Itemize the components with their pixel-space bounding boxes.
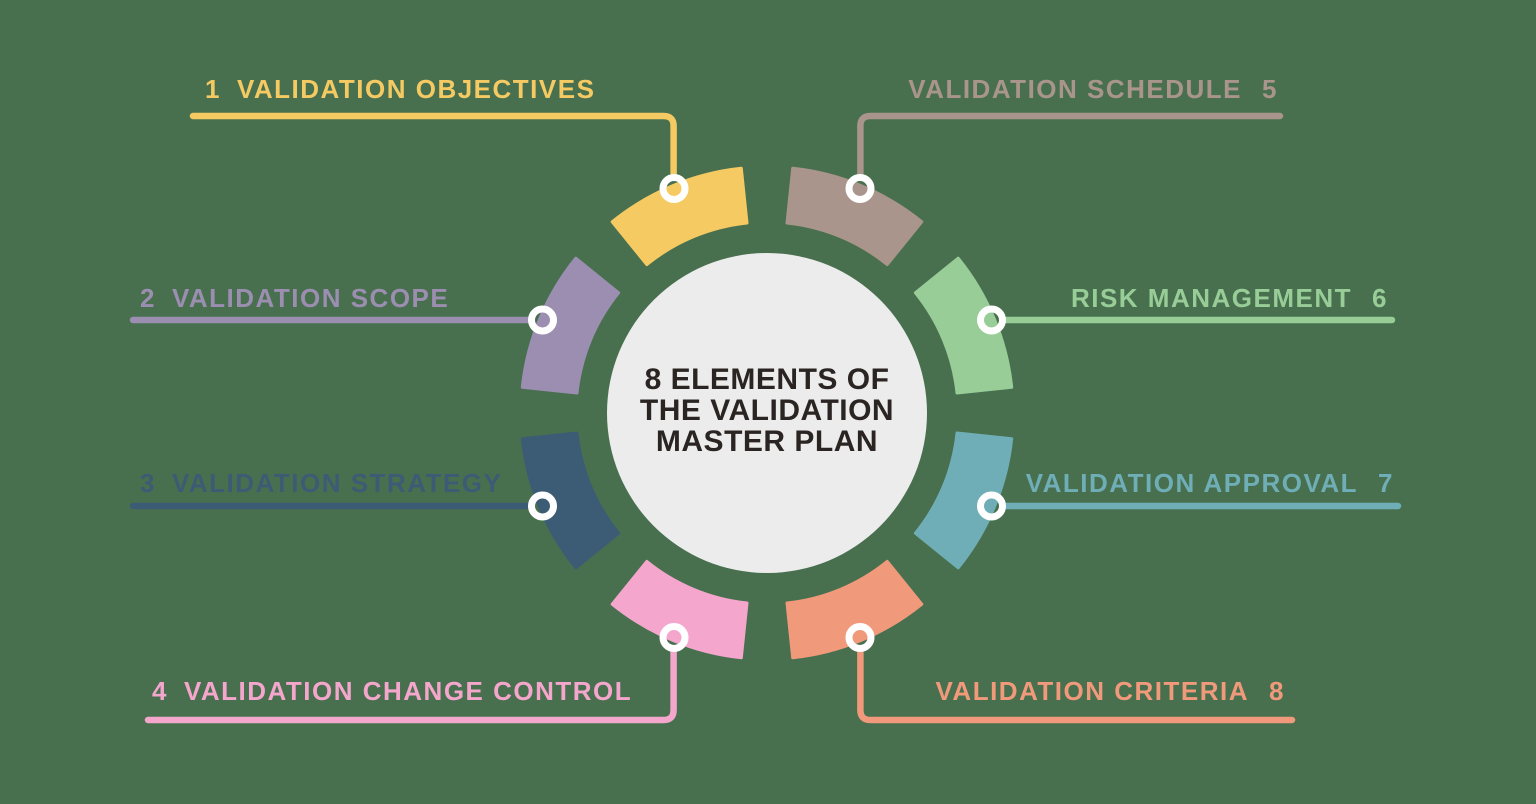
label-risk-management: RISK MANAGEMENT 6 xyxy=(1071,285,1388,311)
label-validation-objectives: 1 VALIDATION OBJECTIVES xyxy=(205,76,595,102)
connector-ring-icon xyxy=(528,491,557,521)
element-4-label: VALIDATION CHANGE CONTROL xyxy=(183,676,633,706)
diagram-title-line-1: 8 ELEMENTS OF xyxy=(644,363,890,396)
element-3-label: VALIDATION STRATEGY xyxy=(171,468,503,498)
label-validation-strategy: 3 VALIDATION STRATEGY xyxy=(140,470,502,496)
wheel-segment-validation-criteria xyxy=(785,559,924,660)
element-1-number: 1 xyxy=(205,74,221,104)
element-5-label: VALIDATION SCHEDULE xyxy=(908,74,1243,104)
element-6-number: 6 xyxy=(1372,283,1388,313)
label-validation-scope: 2 VALIDATION SCOPE xyxy=(140,285,449,311)
wheel-segment-validation-approval xyxy=(913,431,1014,570)
element-3-number: 3 xyxy=(140,468,156,498)
wheel-segment-validation-change-control xyxy=(610,559,749,660)
connector-ring-icon xyxy=(977,305,1006,335)
connector-line-1 xyxy=(189,112,677,177)
diagram-title-line-3: MASTER PLAN xyxy=(655,425,879,458)
connector-ring-icon xyxy=(845,623,875,652)
wheel-segment-validation-scope xyxy=(520,256,621,395)
element-2-number: 2 xyxy=(140,283,156,313)
label-validation-approval: VALIDATION APPROVAL 7 xyxy=(1026,470,1394,496)
connector-line-4 xyxy=(144,648,677,724)
element-7-number: 7 xyxy=(1378,468,1394,498)
element-2-label: VALIDATION SCOPE xyxy=(171,283,450,313)
wheel-segment-risk-management xyxy=(913,256,1014,395)
wheel-segment-validation-schedule xyxy=(785,166,924,267)
connector-ring-icon xyxy=(528,305,557,335)
connector-line-8 xyxy=(857,648,1296,724)
wheel-segment-validation-objectives xyxy=(610,166,749,267)
diagram-title: 8 ELEMENTS OF THE VALIDATION MASTER PLAN xyxy=(517,364,1017,457)
diagram-title-line-2: THE VALIDATION xyxy=(639,394,895,427)
connector-ring-icon xyxy=(845,174,875,203)
label-validation-criteria: VALIDATION CRITERIA 8 xyxy=(936,678,1286,704)
wheel-segment-validation-strategy xyxy=(520,431,621,570)
label-validation-change-control: 4 VALIDATION CHANGE CONTROL xyxy=(152,678,632,704)
connector-ring-icon xyxy=(659,174,689,203)
label-validation-schedule: VALIDATION SCHEDULE 5 xyxy=(908,76,1278,102)
connector-ring-icon xyxy=(659,623,689,652)
element-5-number: 5 xyxy=(1262,74,1278,104)
element-6-label: RISK MANAGEMENT xyxy=(1070,283,1353,313)
element-4-number: 4 xyxy=(152,676,168,706)
element-8-number: 8 xyxy=(1269,676,1285,706)
connector-ring-icon xyxy=(977,491,1006,521)
connector-line-5 xyxy=(857,112,1284,177)
element-7-label: VALIDATION APPROVAL xyxy=(1025,468,1359,498)
element-8-label: VALIDATION CRITERIA xyxy=(935,676,1250,706)
element-1-label: VALIDATION OBJECTIVES xyxy=(236,74,596,104)
center-circle xyxy=(607,253,927,573)
